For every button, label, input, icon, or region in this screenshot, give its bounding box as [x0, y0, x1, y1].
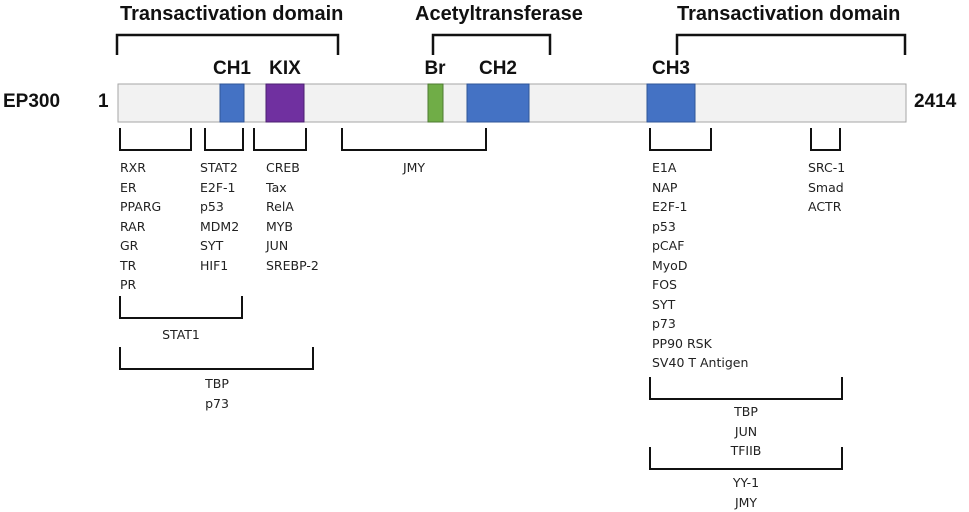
partner-item: SYT	[200, 236, 239, 256]
domain-box-ch2	[467, 84, 529, 122]
bracket-group7	[120, 296, 242, 318]
partner-item: GR	[120, 236, 161, 256]
bracket-group8	[120, 347, 313, 369]
partner-item: p53	[200, 197, 239, 217]
partner-item: ACTR	[808, 197, 845, 217]
partner-item: Smad	[808, 178, 845, 198]
protein-name: EP300	[3, 91, 60, 113]
domain-label-kix: KIX	[255, 58, 315, 80]
partner-list-group4: JMY	[384, 158, 444, 178]
domain-box-br	[428, 84, 443, 122]
partner-item: TR	[120, 256, 161, 276]
partner-item: TBP	[177, 374, 257, 394]
partner-item: NAP	[652, 178, 748, 198]
partner-item: MyoD	[652, 256, 748, 276]
bracket-group6	[811, 128, 840, 150]
partner-item: JUN	[266, 236, 319, 256]
bracket-group3	[254, 128, 306, 150]
partner-item: SRC-1	[808, 158, 845, 178]
bracket-transactivation-left	[117, 35, 338, 55]
partner-item: RelA	[266, 197, 319, 217]
partner-item: PPARG	[120, 197, 161, 217]
partner-item: MDM2	[200, 217, 239, 237]
partner-item: TFIIB	[706, 441, 786, 461]
bracket-group1	[120, 128, 191, 150]
partner-item: ER	[120, 178, 161, 198]
title-acetyltransferase: Acetyltransferase	[415, 3, 583, 26]
partner-item: pCAF	[652, 236, 748, 256]
partner-item: MYB	[266, 217, 319, 237]
partner-item: YY-1	[706, 473, 786, 493]
domain-label-br: Br	[415, 58, 455, 80]
domain-label-ch2: CH2	[468, 58, 528, 80]
partner-item: FOS	[652, 275, 748, 295]
partner-item: HIF1	[200, 256, 239, 276]
domain-box-kix	[266, 84, 304, 122]
partner-item: p73	[652, 314, 748, 334]
partner-item: TBP	[706, 402, 786, 422]
domain-label-ch3: CH3	[641, 58, 701, 80]
partner-item: CREB	[266, 158, 319, 178]
bracket-acetyltransferase	[433, 35, 550, 55]
domain-box-ch3	[647, 84, 695, 122]
partner-item: RXR	[120, 158, 161, 178]
bracket-group9	[650, 377, 842, 399]
partner-item: PP90 RSK	[652, 334, 748, 354]
partner-item: Tax	[266, 178, 319, 198]
domain-box-ch1	[220, 84, 244, 122]
partner-item: STAT1	[141, 325, 221, 345]
bracket-group4	[342, 128, 486, 150]
partner-item: SYT	[652, 295, 748, 315]
partner-item: RAR	[120, 217, 161, 237]
partner-item: E2F-1	[652, 197, 748, 217]
partner-item: STAT2	[200, 158, 239, 178]
partner-item: p73	[177, 394, 257, 414]
partner-item: JMY	[384, 158, 444, 178]
bracket-group5	[650, 128, 711, 150]
protein-start: 1	[98, 91, 109, 113]
partner-item: SREBP-2	[266, 256, 319, 276]
partner-item: E2F-1	[200, 178, 239, 198]
partner-item: JUN	[706, 422, 786, 442]
title-transactivation-right: Transactivation domain	[677, 3, 900, 26]
partner-item: E1A	[652, 158, 748, 178]
partner-item: PR	[120, 275, 161, 295]
domain-label-ch1: CH1	[202, 58, 262, 80]
partner-list-group7: STAT1	[141, 325, 221, 345]
bracket-transactivation-right	[677, 35, 905, 55]
bracket-group2	[205, 128, 243, 150]
partner-item: SV40 T Antigen	[652, 353, 748, 373]
title-transactivation-left: Transactivation domain	[120, 3, 343, 26]
partner-item: JMY	[706, 493, 786, 512]
protein-end: 2414	[914, 91, 956, 113]
partner-item: p53	[652, 217, 748, 237]
